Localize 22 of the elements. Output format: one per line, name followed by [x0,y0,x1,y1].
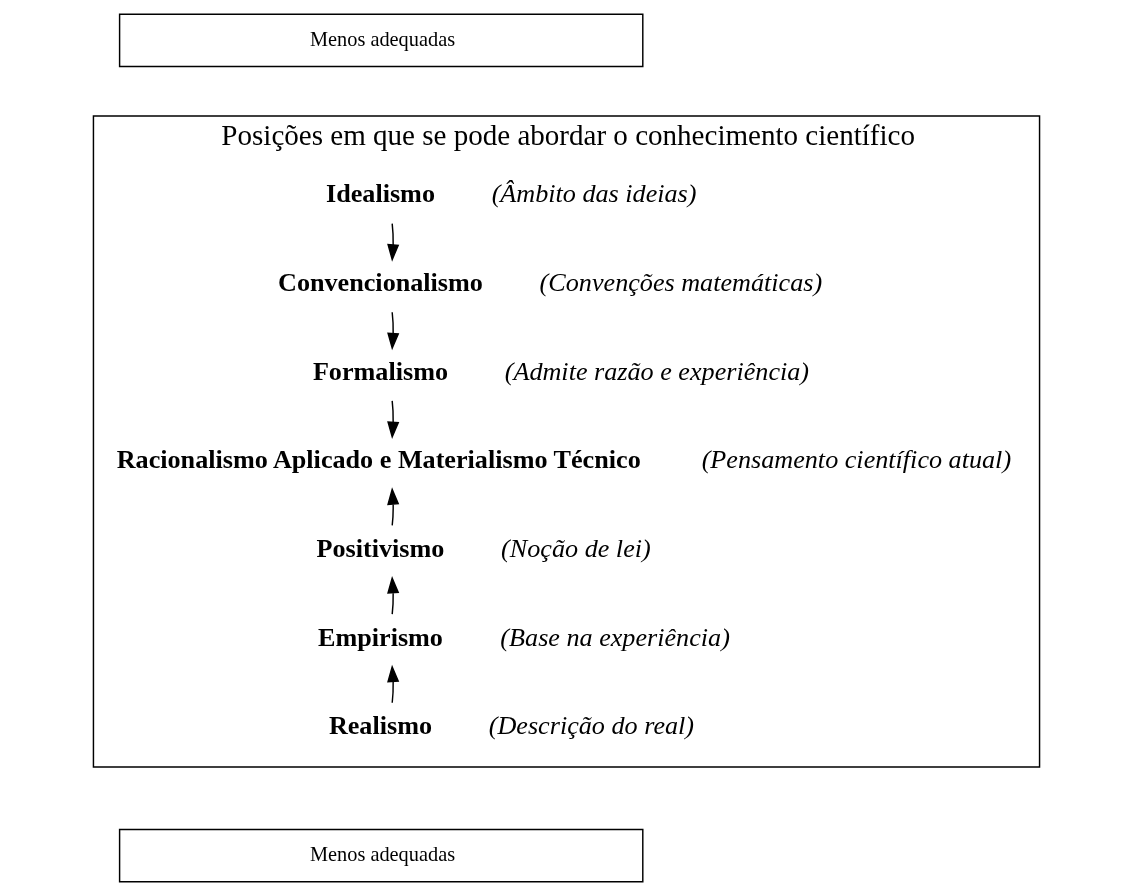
node-label: (Noção de lei) [500,533,651,563]
arrow [386,487,399,527]
node-label: (Base na experiência) [499,622,730,652]
node-text: Positivismo [316,533,444,563]
node-label: (Convenções matemáticas) [539,267,822,297]
node-box: Menos adequadas [118,13,644,68]
node-text: Formalismo [312,356,448,386]
node-text: Racionalismo Aplicado e Materialismo Técnico [116,445,641,475]
node-label: (Âmbito das ideias) [491,179,697,209]
node-label: (Pensamento científico atual) [701,445,1011,475]
node-label: (Admite razão e experiência) [504,356,809,386]
node-label: (Descrição do real) [488,711,694,741]
arrow [386,576,399,615]
node-text: Idealismo [325,179,435,209]
arrow [386,400,399,439]
arrow [386,222,399,262]
node-text: Empirismo [317,622,443,652]
node-text: Realismo [328,711,432,741]
node-box: Menos adequadas [118,828,644,883]
node-text: Convencionalismo [277,267,483,297]
arrow [386,664,399,704]
arrow [386,311,399,351]
